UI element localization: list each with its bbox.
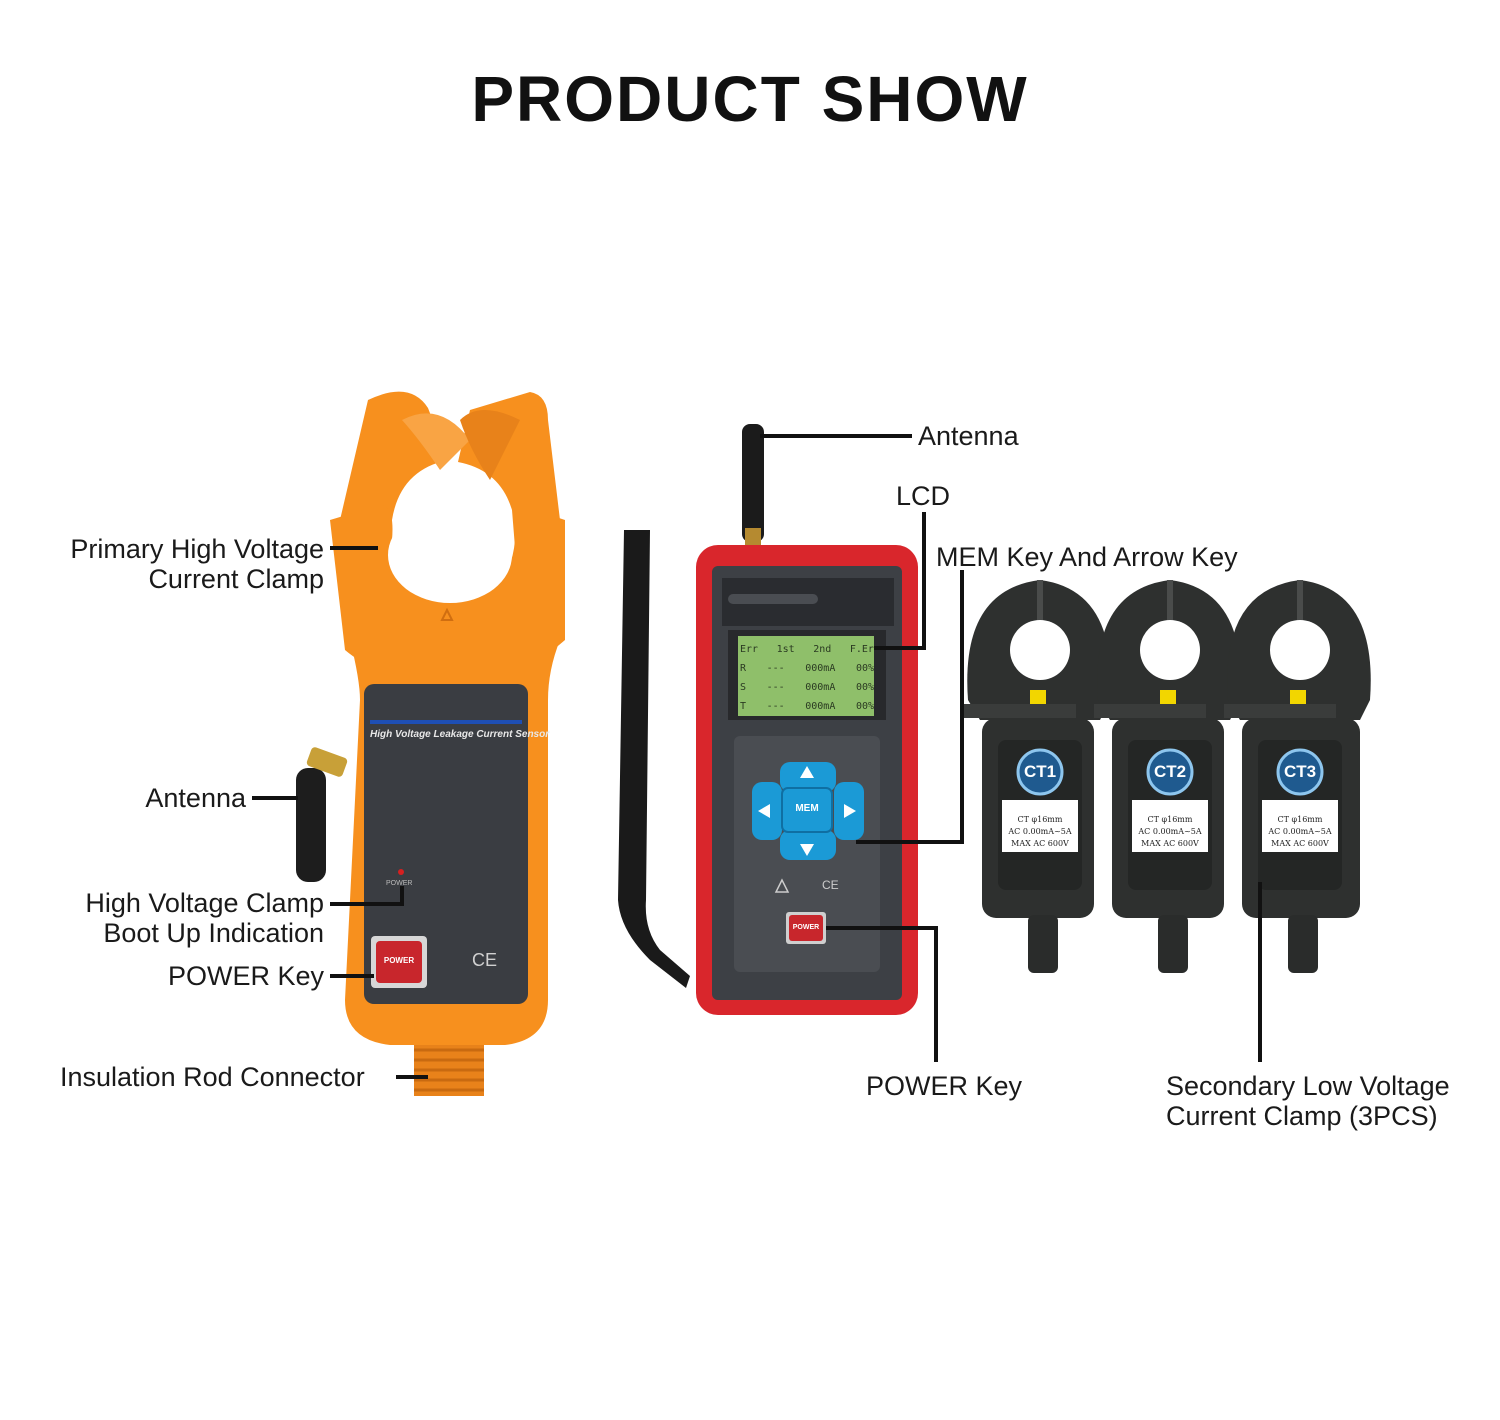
sensor-name-text: High Voltage Leakage Current Sensor — [370, 729, 550, 740]
meter-power-button[interactable]: POWER — [792, 924, 820, 931]
ct1-badge: CT1 — [1023, 762, 1057, 781]
label-mem-key: MEM Key And Arrow Key — [936, 542, 1238, 572]
sensor-ce-mark: CE — [472, 950, 498, 970]
sensor-led-label: POWER — [386, 880, 413, 887]
label-power-key-left: POWER Key — [167, 961, 324, 991]
label-antenna-left: Antenna — [145, 783, 246, 813]
meter-ce-mark: CE — [822, 878, 839, 892]
ct3-badge: CT3 — [1283, 762, 1317, 781]
page-title: PRODUCT SHOW — [471, 63, 1029, 135]
handheld-meter — [618, 424, 918, 1015]
hv-sensor — [296, 391, 565, 1096]
label-insulation-rod: Insulation Rod Connector — [60, 1062, 365, 1092]
label-boot-indication: High Voltage Clamp Boot Up Indication — [85, 888, 324, 948]
label-primary-clamp: Primary High Voltage Current Clamp — [70, 534, 324, 594]
mem-button[interactable]: MEM — [795, 803, 819, 814]
label-antenna-right: Antenna — [918, 421, 1019, 451]
label-secondary-clamp: Secondary Low Voltage Current Clamp (3PC… — [1166, 1071, 1450, 1131]
ct-clamps — [964, 580, 1371, 973]
label-lcd: LCD — [896, 481, 951, 511]
ct2-badge: CT2 — [1153, 762, 1187, 781]
sensor-power-button[interactable]: POWER — [383, 956, 415, 965]
leader-lines — [252, 434, 1262, 1079]
label-power-key-right: POWER Key — [866, 1071, 1023, 1101]
